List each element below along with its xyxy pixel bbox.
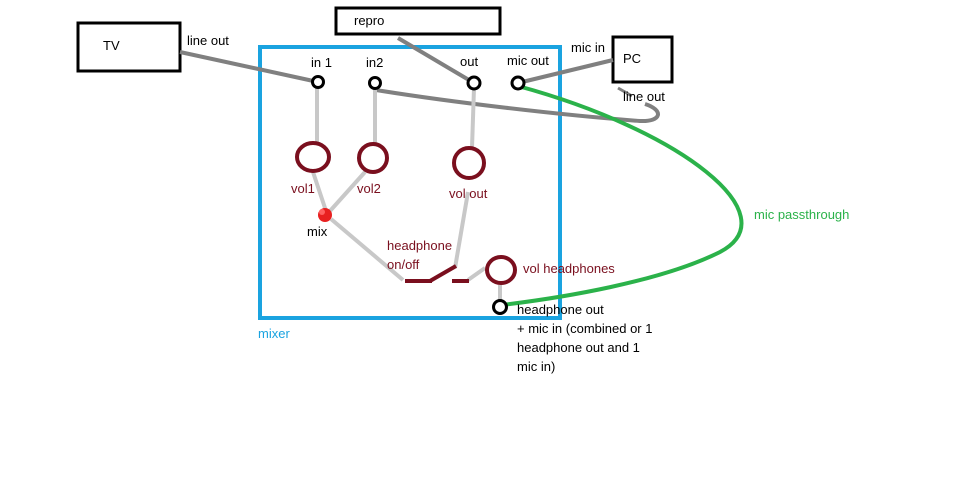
vol1-knob[interactable]: [295, 141, 331, 173]
tv-label: TV: [103, 38, 120, 53]
headphone-switch-state-label: on/off: [387, 257, 420, 272]
wire-volout-to-switch: [453, 191, 470, 269]
vol-out-label: vol out: [449, 186, 488, 201]
headphone-switch-lever: [429, 264, 457, 283]
mic-passthrough-label: mic passthrough: [754, 207, 849, 222]
cable-tv-to-in1: [179, 50, 319, 84]
in1-label: in 1: [311, 55, 332, 70]
tv-line-out-label: line out: [187, 33, 229, 48]
pc-line-out-label: line out: [623, 89, 665, 104]
pc-mic-in-label: mic in: [571, 40, 605, 55]
repro-label: repro: [354, 13, 384, 28]
wire-switch-to-volhp: [466, 266, 487, 282]
in2-jack[interactable]: [368, 76, 382, 90]
headphone-switch-label: headphone: [387, 238, 452, 253]
cable-repro-to-out: [396, 36, 476, 85]
headphone-out-note-line-4: mic in): [517, 359, 555, 374]
tv-box: [76, 21, 182, 73]
cable-pc-lineout-to-in2: [375, 88, 660, 124]
vol-headphones-label: vol headphones: [523, 261, 615, 276]
mix-point-highlight: [319, 209, 325, 215]
cable-pc-lineout-stub: [617, 86, 633, 98]
in2-label: in2: [366, 55, 383, 70]
vol2-label: vol2: [357, 181, 381, 196]
headphone-out-note-line-2: + mic in (combined or 1: [517, 321, 652, 336]
headphone-out-note-line-1: headphone out: [517, 302, 604, 317]
pc-box: [611, 35, 674, 84]
vol2-knob[interactable]: [357, 142, 389, 174]
vol-out-knob[interactable]: [452, 146, 486, 180]
headphone-out-note-line-3: headphone out and 1: [517, 340, 640, 355]
cable-micout-to-pc: [517, 58, 614, 85]
wire-vol2-to-mix: [328, 170, 367, 213]
repro-box: [334, 6, 502, 36]
mic-out-jack[interactable]: [510, 75, 526, 91]
vol1-label: vol1: [291, 181, 315, 196]
mic-out-label: mic out: [507, 53, 549, 68]
out-label: out: [460, 54, 478, 69]
out-jack[interactable]: [466, 75, 482, 91]
in1-jack[interactable]: [311, 75, 325, 89]
wire-vol1-to-mix: [311, 171, 328, 212]
mix-label: mix: [307, 224, 328, 239]
wire-out-to-volout: [470, 87, 476, 149]
headphone-out-jack[interactable]: [492, 299, 508, 315]
wire-mix-to-switch: [329, 217, 405, 282]
vol-headphones-knob[interactable]: [485, 255, 517, 285]
pc-label: PC: [623, 51, 641, 66]
mixer-label: mixer: [258, 326, 290, 341]
mic-passthrough-cable: [501, 84, 744, 307]
